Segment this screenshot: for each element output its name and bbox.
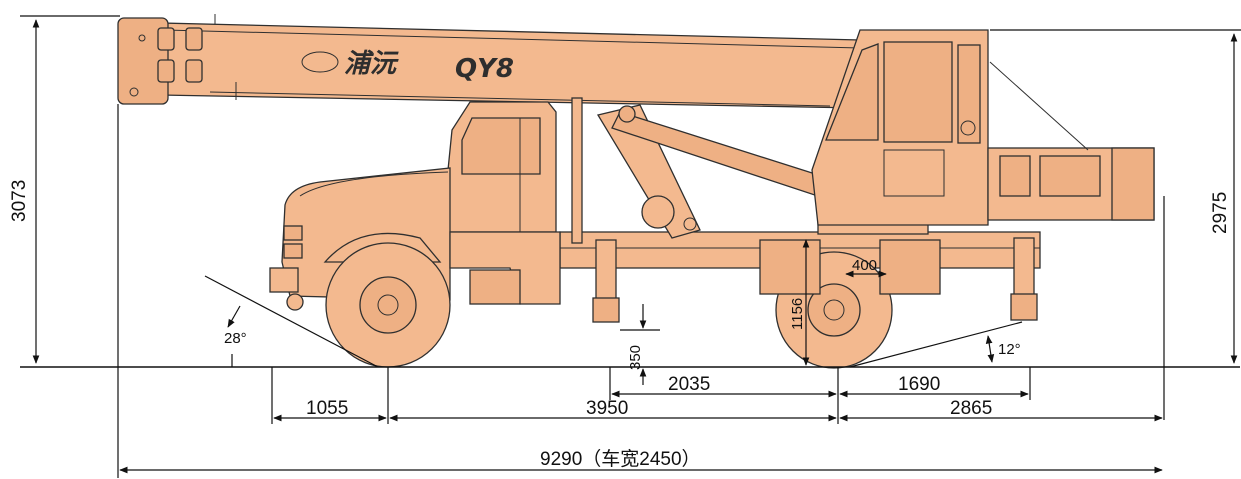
overall-height-label: 3073 [9,180,30,222]
approach-angle-label: 28° [224,330,247,347]
counterweight [987,147,1155,221]
front-bumper [269,267,299,293]
operator-cab [811,29,989,226]
driver-cab [447,101,557,233]
rear-height-label: 1156 [789,298,806,330]
outrigger-clearance-label: 350 [627,345,644,370]
overall-length-label: 9290（车宽2450） [540,448,701,470]
departure-angle-label: 12° [998,341,1021,358]
rear-mudguard [759,239,821,295]
front-outrigger [592,239,620,323]
rear-overhang-label: 2865 [950,398,992,419]
hoist-cable [989,61,1089,151]
approach-angle-line [204,275,379,368]
model-name: QY8 [455,54,514,84]
boom: 浦沅 QY8 [117,14,861,109]
rear-outrigger [1010,237,1038,321]
luffing-cylinder [596,104,851,239]
wheelbase-label: 3950 [586,398,628,419]
rear-offset-label: 400 [852,257,877,274]
rear-to-outrigger-label: 1690 [898,374,940,395]
dimension-lines: 3073 2975 28° 12° 350 1156 400 [9,15,1241,478]
support-post [571,97,583,244]
boom-height-label: 2975 [1210,192,1231,234]
outrigger-span-label: 2035 [668,374,710,395]
front-wheel [325,242,451,368]
brand-logo-icon [301,51,339,73]
brand-name: 浦沅 [344,49,399,79]
battery-box [469,269,521,305]
rear-toolbox [879,239,941,295]
tow-hook-icon [286,293,304,311]
departure-angle-line [849,321,1023,368]
crane-truck: 浦沅 QY8 [117,14,1155,369]
front-overhang-label: 1055 [306,398,348,419]
